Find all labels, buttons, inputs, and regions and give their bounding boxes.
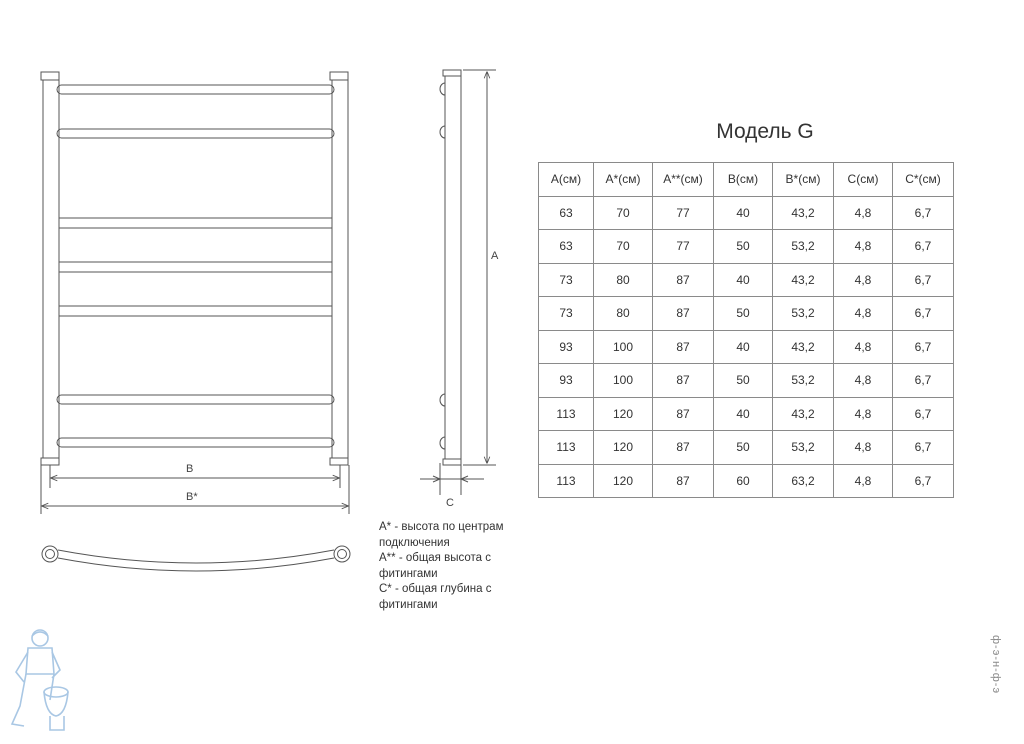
- width-b-label: B: [186, 463, 193, 475]
- side-view-drawing: [420, 69, 496, 495]
- front-view-drawing: [40, 71, 350, 514]
- left-post: [42, 79, 60, 459]
- site-watermark: ф-э-н-ф-э: [990, 635, 1002, 695]
- header-a-star: A*(см): [593, 162, 653, 197]
- width-bstar-label: B*: [186, 491, 198, 503]
- depth-c-label: C: [446, 497, 454, 509]
- header-a-dstar: A**(см): [652, 162, 714, 197]
- right-post-bottom-cap: [329, 457, 349, 466]
- header-c-star: C*(см): [892, 162, 954, 197]
- specs-table: A(см) A*(см) A**(см) B(см) B*(см) C(см) …: [538, 162, 954, 498]
- side-post: [444, 75, 462, 460]
- note-c-star: C* - общая глубина с фитингами: [379, 583, 492, 611]
- top-view-drawing: [41, 545, 351, 572]
- right-post-top-cap: [329, 71, 349, 81]
- dimension-notes: A* - высота по центрам подключения A** -…: [379, 520, 539, 613]
- specs-header-row: A(см) A*(см) A**(см) B(см) B*(см) C(см) …: [538, 162, 954, 197]
- right-post: [331, 79, 349, 459]
- height-a-label: A: [491, 250, 499, 262]
- left-post-bottom-cap: [40, 457, 60, 466]
- header-c: C(см): [833, 162, 893, 197]
- note-a-dstar: A** - общая высота с фитингами: [379, 552, 491, 580]
- rails: [56, 84, 335, 448]
- note-a-star: A* - высота по центрам подключения: [379, 521, 504, 549]
- header-a: A(см): [538, 162, 594, 197]
- header-b-star: B*(см): [772, 162, 834, 197]
- header-b: B(см): [713, 162, 773, 197]
- model-title: Модель G: [716, 120, 814, 143]
- left-post-top-cap: [40, 71, 60, 81]
- plumber-logo-icon: [10, 629, 69, 731]
